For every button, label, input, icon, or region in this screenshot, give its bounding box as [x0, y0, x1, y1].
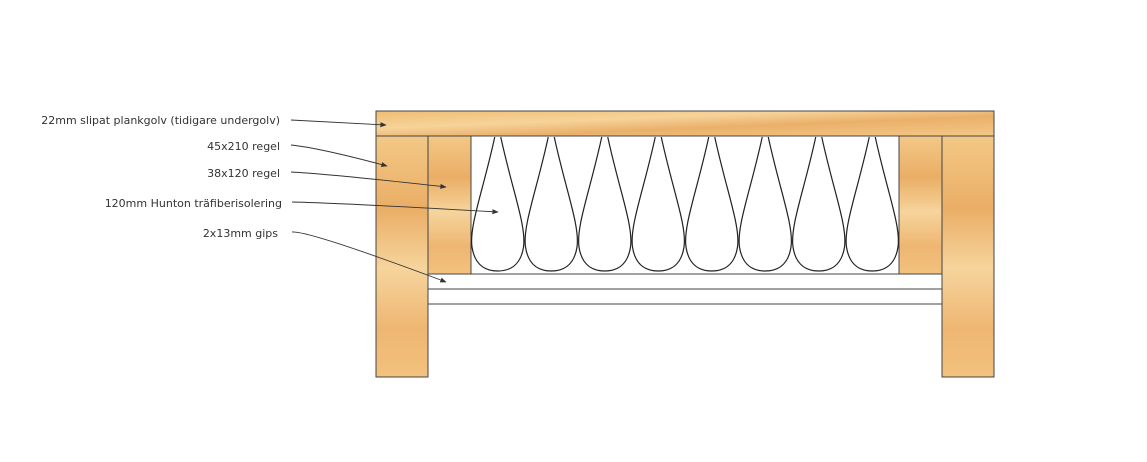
- gypsum-board-upper: [427, 273, 943, 290]
- insulation-loop: [524, 136, 579, 272]
- joist-38x120-right: [898, 135, 943, 275]
- label-joist-45x210: 45x210 regel: [207, 140, 280, 153]
- leader-insulation: [291, 201, 499, 215]
- label-gypsum: 2x13mm gips: [203, 227, 278, 240]
- label-insulation: 120mm Hunton träfiberisolering: [105, 197, 282, 210]
- joist-38x120-left: [427, 135, 472, 275]
- insulation-loop: [577, 136, 632, 272]
- label-plank-floor: 22mm slipat plankgolv (tidigare undergol…: [41, 114, 280, 127]
- joist-45x210-right: [941, 135, 995, 378]
- joist-45x210-left: [375, 135, 429, 378]
- insulation-loop: [738, 136, 793, 272]
- leader-joist-38x120: [290, 171, 447, 189]
- label-joist-38x120: 38x120 regel: [207, 167, 280, 180]
- plank-floor: [375, 110, 995, 137]
- insulation-loop: [631, 136, 686, 272]
- leader-gypsum: [291, 231, 447, 283]
- insulation-loop: [845, 136, 900, 272]
- insulation-loop: [684, 136, 739, 272]
- leader-joist-45x210: [290, 144, 388, 167]
- gypsum-board-lower: [427, 288, 943, 305]
- leader-plank-floor: [290, 119, 387, 128]
- insulation-loop: [791, 136, 846, 272]
- wood-fiber-insulation: [470, 136, 900, 272]
- insulation-loop: [470, 136, 525, 272]
